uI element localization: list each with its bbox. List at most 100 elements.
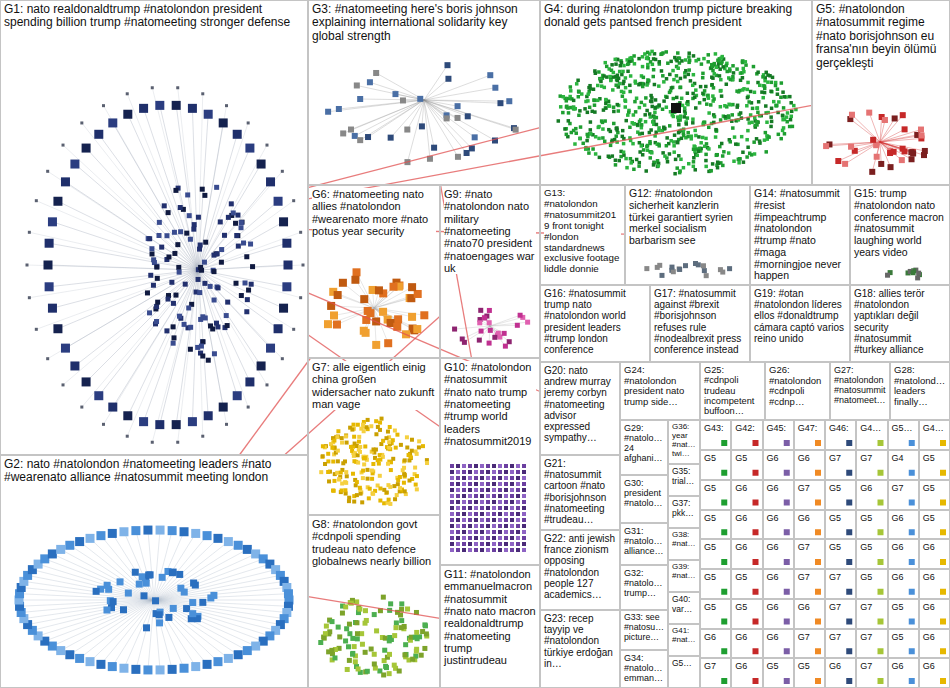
vertex <box>701 72 705 76</box>
vertex <box>565 105 569 109</box>
vertex-link <box>198 270 301 298</box>
vertex <box>212 298 217 303</box>
vertex <box>226 215 231 220</box>
vertex <box>282 239 291 248</box>
vertex <box>497 100 503 106</box>
vertex <box>327 479 331 483</box>
vertex <box>660 52 664 56</box>
vertex <box>154 265 159 270</box>
vertex <box>360 500 364 504</box>
vertex <box>673 56 677 60</box>
vertex <box>353 442 357 446</box>
vertex <box>208 284 213 289</box>
vertex <box>390 283 398 291</box>
vertex <box>776 87 780 91</box>
vertex <box>70 160 79 169</box>
vertex <box>202 281 207 286</box>
vertex <box>351 276 359 284</box>
vertex <box>361 423 365 427</box>
vertex <box>336 435 340 439</box>
vertex <box>649 128 653 132</box>
vertex <box>474 536 478 540</box>
vertex <box>331 489 335 493</box>
vertex <box>166 210 171 215</box>
vertex <box>878 161 884 167</box>
vertex <box>444 115 450 121</box>
vertex <box>365 134 371 140</box>
vertex <box>657 164 661 168</box>
vertex <box>486 494 490 498</box>
vertex <box>492 530 496 534</box>
vertex <box>393 497 397 501</box>
vertex <box>662 99 666 103</box>
vertex <box>233 391 242 400</box>
vertex <box>628 126 632 129</box>
vertex <box>145 571 152 578</box>
vertex <box>480 530 484 534</box>
vertex <box>628 57 632 61</box>
vertex <box>462 482 466 486</box>
vertex-link <box>198 270 282 359</box>
vertex <box>675 74 679 78</box>
vertex <box>900 146 906 152</box>
vertex <box>640 101 644 105</box>
vertex <box>379 308 387 316</box>
vertex <box>641 132 645 136</box>
vertex <box>156 233 161 238</box>
vertex <box>422 622 427 627</box>
vertex-link <box>21 600 154 612</box>
vertex <box>633 62 637 66</box>
vertex-link <box>90 600 154 662</box>
vertex <box>340 481 344 485</box>
vertex <box>456 506 460 510</box>
vertex <box>326 452 330 456</box>
vertex <box>198 317 203 322</box>
vertex <box>753 124 757 128</box>
vertex <box>210 326 215 331</box>
vertex <box>362 462 366 466</box>
vertex <box>703 98 707 102</box>
vertex-link <box>24 581 154 600</box>
vertex <box>738 157 742 161</box>
vertex <box>781 118 785 122</box>
vertex <box>569 89 573 93</box>
vertex <box>246 288 251 293</box>
vertex <box>248 242 253 247</box>
vertex <box>678 86 682 90</box>
vertex <box>623 98 627 102</box>
vertex <box>648 140 652 144</box>
vertex <box>510 536 514 540</box>
vertex <box>48 304 57 313</box>
vertex-link <box>424 100 495 141</box>
vertex <box>504 482 508 486</box>
vertex <box>720 55 724 59</box>
vertex <box>177 270 182 275</box>
vertex <box>403 458 407 462</box>
vertex <box>652 163 656 167</box>
vertex <box>62 383 65 386</box>
vertex <box>638 82 642 86</box>
vertex <box>653 83 657 87</box>
vertex <box>387 440 391 444</box>
vertex <box>603 140 607 144</box>
vertex <box>480 488 484 492</box>
vertex <box>405 435 409 439</box>
vertex <box>487 72 493 78</box>
vertex <box>611 88 615 92</box>
vertex <box>450 482 454 486</box>
vertex <box>266 177 275 186</box>
vertex <box>234 650 243 659</box>
vertex <box>393 428 397 432</box>
vertex <box>687 162 691 166</box>
vertex <box>602 108 606 112</box>
vertex <box>671 103 681 113</box>
vertex <box>53 197 62 206</box>
vertex <box>48 549 57 558</box>
vertex <box>123 411 132 420</box>
vertex <box>763 84 767 88</box>
vertex <box>419 653 424 658</box>
vertex <box>779 137 783 141</box>
vertex <box>365 425 369 429</box>
vertex <box>487 320 492 325</box>
vertex <box>357 137 363 143</box>
